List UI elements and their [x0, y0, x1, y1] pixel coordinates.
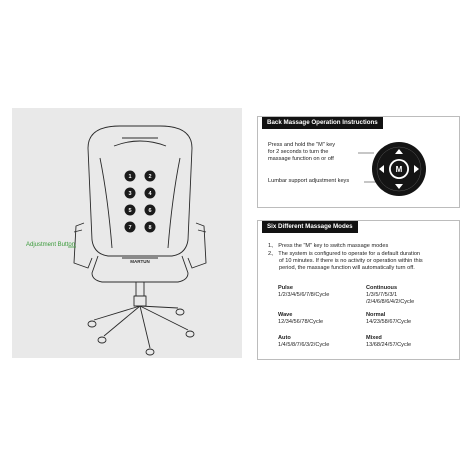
remote-diagram: M: [358, 142, 426, 196]
massage-button-label: 8: [148, 225, 151, 231]
mode-step: of 10 minutes. If there is no activity o…: [279, 258, 423, 264]
mode-sequence: 12/34/56/78/Cycle: [278, 319, 324, 325]
instruction-line: for 2 seconds to turn the: [268, 149, 329, 155]
mode-sequence: 1/3/5/7/5/3/1: [366, 292, 398, 298]
massage-button-label: 4: [148, 191, 152, 197]
mode-name: Pulse: [278, 285, 293, 291]
instruction-line: Press and hold the "M" key: [268, 142, 336, 148]
mode-name: Normal: [366, 312, 386, 318]
instructions-panel: Back Massage Operation Instructions Pres…: [257, 108, 460, 360]
mode-step: period, the massage function will automa…: [279, 265, 415, 271]
mode-auto: Auto 1/4/5/8/7/6/3/2/Cycle: [278, 335, 329, 349]
lumbar-note: Lumbar support adjustment keys: [268, 178, 350, 184]
chair-brand: MARTUN: [130, 259, 150, 264]
chair-panel: 1 2 3 4 5 6 7 8 MARTUN Adjustment Button: [12, 108, 242, 358]
massage-button-label: 2: [148, 174, 151, 180]
mode-step: 1、 Press the "M" key to switch massage m…: [268, 243, 389, 249]
massage-button-label: 7: [128, 225, 131, 231]
mode-normal: Normal 14/23/58/67/Cycle: [366, 312, 411, 326]
mode-sequence: /2/4/6/8/6/4/2/Cycle: [366, 299, 415, 305]
massage-button-label: 1: [128, 174, 131, 180]
massage-button-label: 6: [148, 208, 151, 214]
mode-sequence: 14/23/58/67/Cycle: [366, 319, 412, 325]
mode-sequence: 1/2/3/4/5/6/7/8/Cycle: [278, 292, 330, 298]
operation-instructions-box: Back Massage Operation Instructions Pres…: [257, 116, 460, 208]
massage-button-label: 3: [128, 191, 131, 197]
mode-name: Wave: [278, 312, 293, 318]
mode-name: Continuous: [366, 285, 398, 291]
instruction-line: massage function on or off: [268, 156, 334, 162]
operation-instructions-title: Back Massage Operation Instructions: [262, 117, 383, 129]
massage-button-label: 5: [128, 208, 131, 214]
mode-pulse: Pulse 1/2/3/4/5/6/7/8/Cycle: [278, 285, 329, 299]
mode-sequence: 1/4/5/8/7/6/3/2/Cycle: [278, 342, 330, 348]
mode-name: Auto: [278, 335, 291, 341]
mode-sequence: 13/68/24/57/Cycle: [366, 342, 412, 348]
remote-m-key: M: [396, 165, 403, 174]
arrow-right-icon: [414, 165, 419, 173]
mode-step: 2、 The system is configured to operate f…: [268, 251, 421, 257]
massage-button-grid: [124, 170, 156, 233]
arrow-left-icon: [379, 165, 384, 173]
mode-mixed: Mixed 13/68/24/57/Cycle: [366, 335, 411, 349]
massage-modes-title: Six Different Massage Modes: [262, 221, 358, 233]
massage-modes-box: Six Different Massage Modes 1、 Press the…: [257, 220, 460, 360]
chair-illustration: 1 2 3 4 5 6 7 8 MARTUN: [68, 125, 207, 356]
mode-continuous: Continuous 1/3/5/7/5/3/1 /2/4/6/8/6/4/2/…: [366, 285, 414, 306]
arrow-up-icon: [395, 149, 403, 154]
arrow-down-icon: [395, 184, 403, 189]
mode-wave: Wave 12/34/56/78/Cycle: [278, 312, 323, 326]
adjustment-button-label: Adjustment Button: [26, 242, 76, 248]
mode-name: Mixed: [366, 335, 382, 341]
